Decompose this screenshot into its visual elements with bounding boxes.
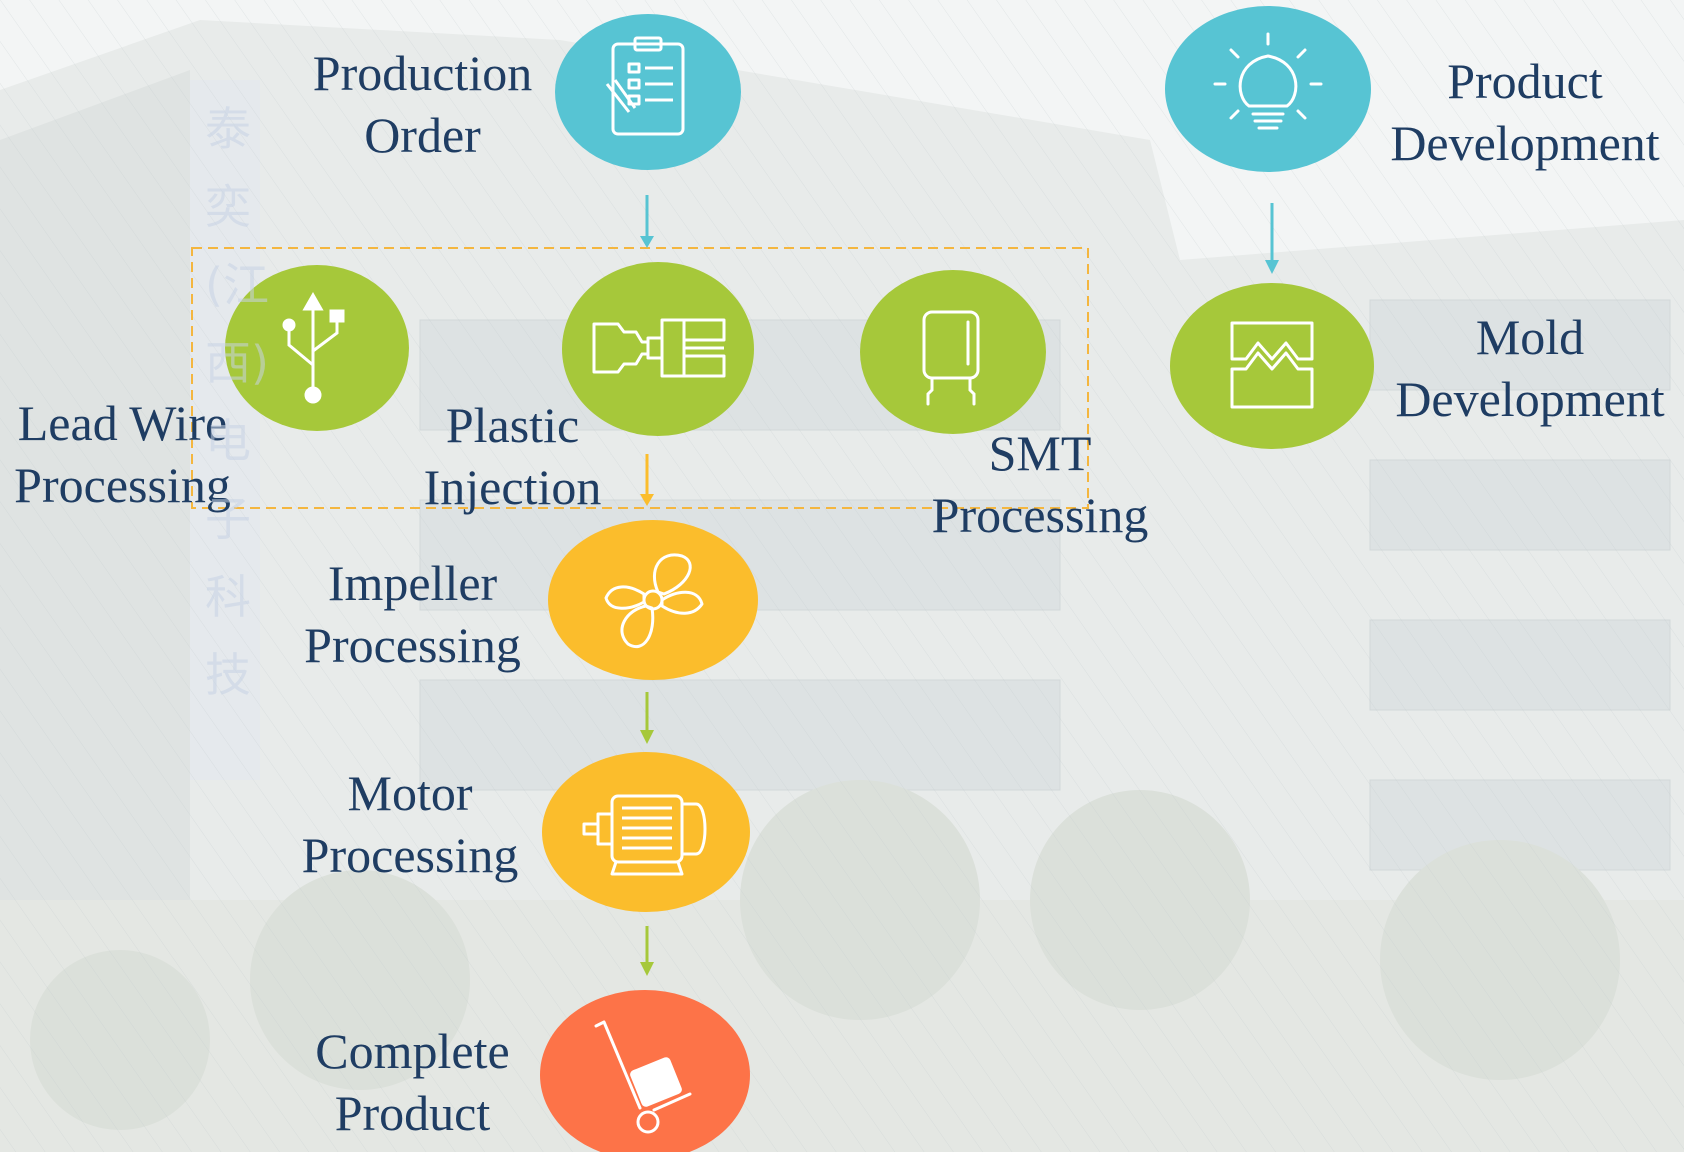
injection-machine-icon: [592, 318, 726, 378]
product-development-line1: Product: [1447, 53, 1603, 109]
dashed-group-box: [191, 247, 1089, 509]
arrow-production-to-injection: [640, 195, 654, 248]
mold-development-line1: Mold: [1475, 309, 1585, 365]
product-development-node: [1165, 6, 1371, 172]
smt-node: [860, 270, 1046, 434]
complete-product-node: [540, 990, 750, 1152]
lead-wire-label: Lead Wire Processing: [0, 392, 245, 516]
impeller-label: Impeller Processing: [285, 552, 540, 676]
arrow-injection-to-impeller: [640, 454, 654, 506]
impeller-node: [548, 520, 758, 680]
production-order-label: Production Order: [295, 42, 550, 166]
complete-product-line2: Product: [334, 1085, 491, 1141]
smt-line1: SMT: [988, 425, 1092, 481]
smt-label: SMT Processing: [915, 422, 1165, 546]
lead-wire-line1: Lead Wire: [17, 395, 228, 451]
lead-wire-node: [225, 265, 409, 431]
production-order-line1: Production: [312, 45, 533, 101]
arrow-impeller-to-motor: [640, 692, 654, 744]
arrow-motor-to-complete: [640, 926, 654, 976]
mold-development-line2: Development: [1395, 371, 1665, 427]
motor-line2: Processing: [301, 827, 519, 883]
production-order-node: [555, 14, 741, 170]
plastic-injection-node: [562, 262, 754, 436]
impeller-line1: Impeller: [327, 555, 498, 611]
plastic-injection-label: Plastic Injection: [400, 394, 625, 518]
lead-wire-line2: Processing: [14, 457, 231, 513]
hand-truck-icon: [594, 1020, 692, 1134]
impeller-line2: Processing: [304, 617, 521, 673]
fan-icon: [604, 553, 704, 648]
clipboard-icon: [605, 36, 685, 136]
complete-product-label: Complete Product: [290, 1020, 535, 1144]
mold-icon: [1230, 321, 1314, 409]
motor-label: Motor Processing: [285, 762, 535, 886]
capacitor-icon: [922, 310, 980, 406]
plastic-injection-line1: Plastic: [445, 397, 580, 453]
smt-line2: Processing: [931, 487, 1149, 543]
mold-development-node: [1170, 283, 1374, 449]
complete-product-line1: Complete: [315, 1023, 510, 1079]
arrow-product-dev-to-mold: [1265, 203, 1279, 274]
lightbulb-icon: [1213, 32, 1323, 130]
motor-node: [542, 752, 750, 912]
product-development-line2: Development: [1390, 115, 1660, 171]
motor-line1: Motor: [347, 765, 473, 821]
production-order-line2: Order: [364, 107, 481, 163]
usb-icon: [282, 291, 345, 404]
plastic-injection-line2: Injection: [423, 459, 602, 515]
background-sign-text: 泰奕(江西)电子科技: [205, 102, 269, 702]
product-development-label: Product Development: [1375, 50, 1675, 174]
motor-icon: [582, 794, 707, 876]
mold-development-label: Mold Development: [1380, 306, 1680, 430]
